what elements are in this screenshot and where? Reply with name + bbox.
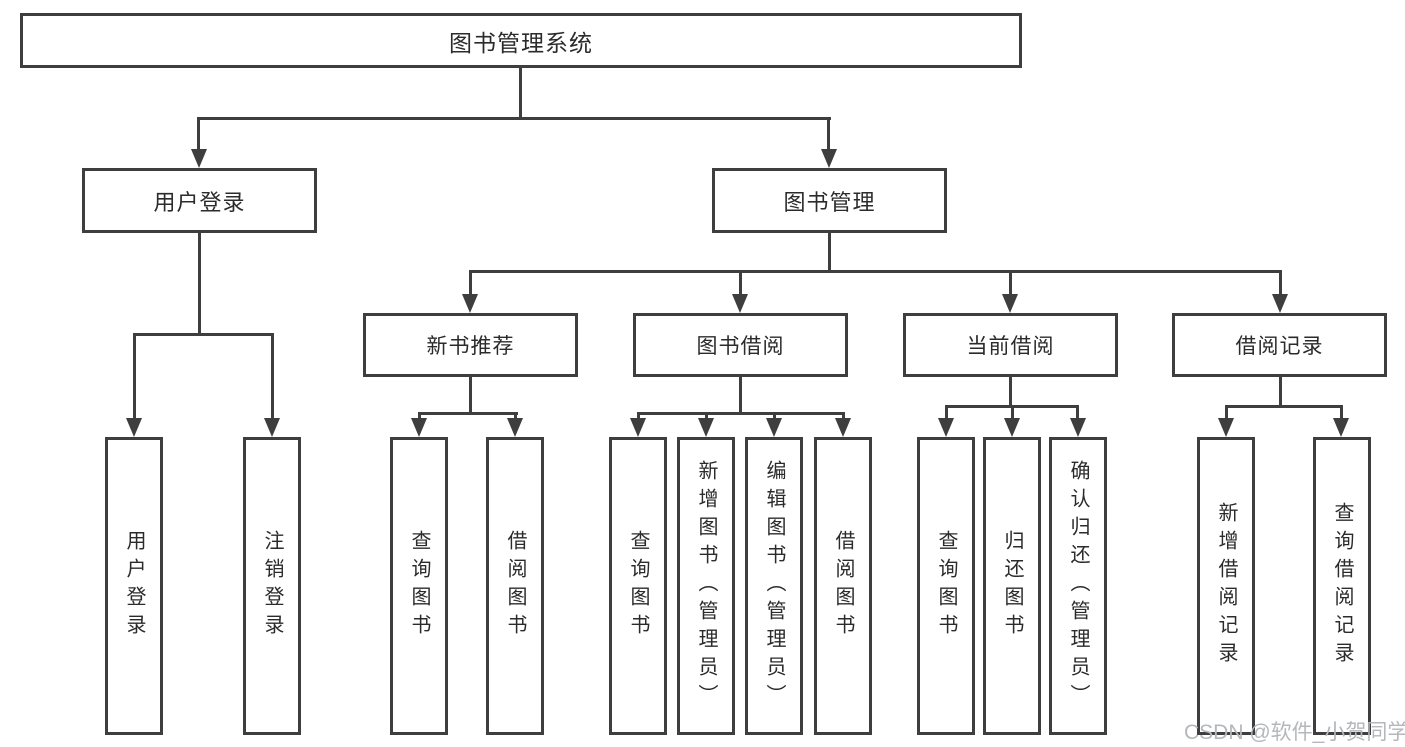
arrow-down — [630, 418, 646, 437]
watermark: CSDN @软件_小贺同学 — [1184, 721, 1405, 744]
node-label: 借阅记录 — [1235, 335, 1324, 358]
node-label: 注销登录 — [261, 530, 283, 642]
node-label: 用户登录 — [123, 530, 145, 642]
node-label: 当前借阅 — [966, 335, 1055, 358]
node-user-login: 用户登录 — [82, 168, 317, 233]
connector-line — [1011, 405, 1014, 421]
node-label: 查询图书 — [408, 530, 430, 642]
arrow-down — [1070, 418, 1086, 437]
connector-line — [705, 412, 708, 422]
node-current-borrow: 当前借阅 — [903, 313, 1118, 377]
connector-line — [1279, 376, 1282, 408]
connector-line — [469, 377, 472, 415]
connector-line — [739, 377, 742, 415]
arrow-down — [1333, 418, 1349, 437]
connector-line — [198, 233, 201, 336]
node-leaf-borrow-books: 借阅图书 — [814, 437, 872, 735]
arrow-down — [698, 418, 714, 437]
connector-line — [133, 333, 136, 421]
connector-line — [773, 412, 776, 422]
node-leaf-query-books-borrow: 查询图书 — [609, 437, 667, 735]
connector-line — [418, 412, 518, 415]
arrow-down — [1002, 294, 1018, 313]
connector-line — [519, 68, 522, 120]
connector-line — [828, 233, 831, 273]
node-label: 借阅图书 — [504, 530, 526, 642]
arrow-down — [126, 418, 142, 437]
node-leaf-edit-books-admin: 编辑图书（管理员） — [745, 437, 803, 735]
arrow-down — [411, 418, 427, 437]
node-leaf-logout: 注销登录 — [243, 437, 301, 735]
connector-line — [739, 270, 742, 298]
arrow-down — [732, 294, 748, 313]
node-label: 图书管理 — [783, 189, 876, 215]
connector-line — [637, 412, 640, 422]
arrow-down — [938, 418, 954, 437]
arrow-down — [1004, 418, 1020, 437]
connector-line — [1279, 270, 1282, 298]
node-leaf-user-login: 用户登录 — [105, 437, 163, 735]
arrow-down — [507, 418, 523, 437]
arrow-down — [462, 294, 478, 313]
node-label: 查询图书 — [627, 530, 649, 642]
connector-line — [197, 117, 200, 153]
connector-line — [469, 270, 1282, 273]
arrow-down — [835, 418, 851, 437]
connector-line — [271, 333, 274, 421]
node-new-book-recommend: 新书推荐 — [363, 313, 578, 377]
node-leaf-query-books-current: 查询图书 — [917, 437, 975, 735]
connector-line — [1225, 405, 1228, 421]
connector-line — [1009, 270, 1012, 298]
arrow-down — [191, 149, 207, 168]
connector-line — [637, 412, 845, 415]
node-leaf-borrow-books-recommend: 借阅图书 — [486, 437, 544, 735]
connector-line — [514, 412, 517, 422]
arrow-down — [766, 418, 782, 437]
node-leaf-add-books-admin: 新增图书（管理员） — [677, 437, 735, 735]
connector-line — [1009, 376, 1012, 408]
node-label: 确认归还（管理员） — [1067, 460, 1089, 712]
node-label: 用户登录 — [153, 189, 246, 215]
node-label: 新增借阅记录 — [1215, 502, 1237, 670]
node-label: 新增图书（管理员） — [695, 460, 717, 712]
node-label: 归还图书 — [1001, 530, 1023, 642]
arrow-down — [264, 418, 280, 437]
node-book-borrow: 图书借阅 — [633, 313, 848, 377]
node-root-label: 图书管理系统 — [449, 29, 593, 56]
arrow-down — [821, 149, 837, 168]
node-label: 编辑图书（管理员） — [763, 460, 785, 712]
connector-line — [1340, 405, 1343, 421]
node-book-management: 图书管理 — [712, 168, 947, 233]
node-label: 查询图书 — [935, 530, 957, 642]
connector-line — [1225, 405, 1343, 408]
node-label: 新书推荐 — [426, 335, 515, 358]
node-leaf-add-borrow-record: 新增借阅记录 — [1197, 437, 1255, 735]
node-label: 查询借阅记录 — [1331, 502, 1353, 670]
node-label: 图书借阅 — [696, 335, 785, 358]
node-root: 图书管理系统 — [20, 13, 1022, 68]
node-label: 借阅图书 — [832, 530, 854, 642]
node-leaf-confirm-return-admin: 确认归还（管理员） — [1049, 437, 1107, 735]
connector-line — [197, 117, 831, 120]
node-leaf-return-books: 归还图书 — [983, 437, 1041, 735]
arrow-down — [1218, 418, 1234, 437]
arrow-down — [1272, 294, 1288, 313]
connector-line — [1076, 405, 1079, 421]
node-borrow-records: 借阅记录 — [1172, 313, 1387, 377]
connector-line — [418, 412, 421, 422]
connector-line — [469, 270, 472, 298]
node-leaf-query-borrow-record: 查询借阅记录 — [1313, 437, 1371, 735]
connector-line — [827, 117, 830, 153]
node-leaf-query-books-recommend: 查询图书 — [390, 437, 448, 735]
connector-line — [945, 405, 948, 421]
connector-line — [842, 412, 845, 422]
connector-line — [133, 333, 274, 336]
